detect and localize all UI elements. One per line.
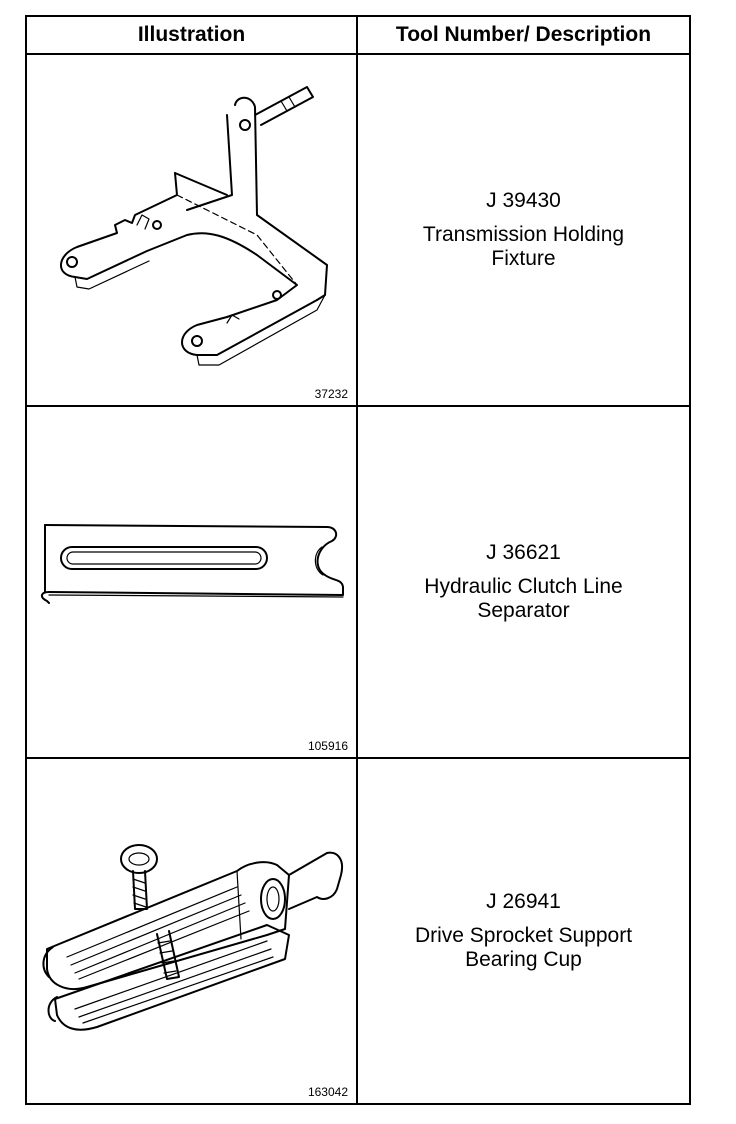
description-line: Transmission Holding <box>422 223 625 246</box>
row-divider <box>27 405 689 407</box>
description-line: Fixture <box>491 247 556 270</box>
tool-table: Illustration Tool Number/ Description <box>25 15 691 1105</box>
tool-number: J 36621 <box>486 541 561 564</box>
tool-number: J 26941 <box>486 890 561 913</box>
clutch-line-separator-icon <box>41 524 344 604</box>
row-3-description-cell: J 26941 Drive Sprocket Support Bearing C… <box>358 759 689 1103</box>
description-line: Hydraulic Clutch Line <box>424 575 623 598</box>
description-line: Separator <box>477 599 570 622</box>
row-2-illustration-cell: 105916 <box>27 407 356 757</box>
row-2-description-cell: J 36621 Hydraulic Clutch Line Separator <box>358 407 689 757</box>
header-divider <box>27 53 689 55</box>
header-illustration: Illustration <box>137 23 246 46</box>
description-line: Bearing Cup <box>465 948 582 971</box>
row-3-illustration-cell: 163042 <box>27 759 356 1103</box>
header-description: Tool Number/ Description <box>395 23 652 46</box>
figure-id: 105916 <box>307 739 348 753</box>
transmission-holding-fixture-icon <box>60 86 328 366</box>
column-divider <box>356 17 358 1103</box>
row-1-description-cell: J 39430 Transmission Holding Fixture <box>358 55 689 405</box>
row-divider <box>27 757 689 759</box>
bearing-cup-tool-icon <box>42 844 343 1031</box>
figure-id: 163042 <box>307 1085 348 1099</box>
description-line: Drive Sprocket Support <box>414 924 633 947</box>
row-1-illustration-cell: 37232 <box>27 55 356 405</box>
figure-id: 37232 <box>314 387 348 401</box>
tool-number: J 39430 <box>486 189 561 212</box>
